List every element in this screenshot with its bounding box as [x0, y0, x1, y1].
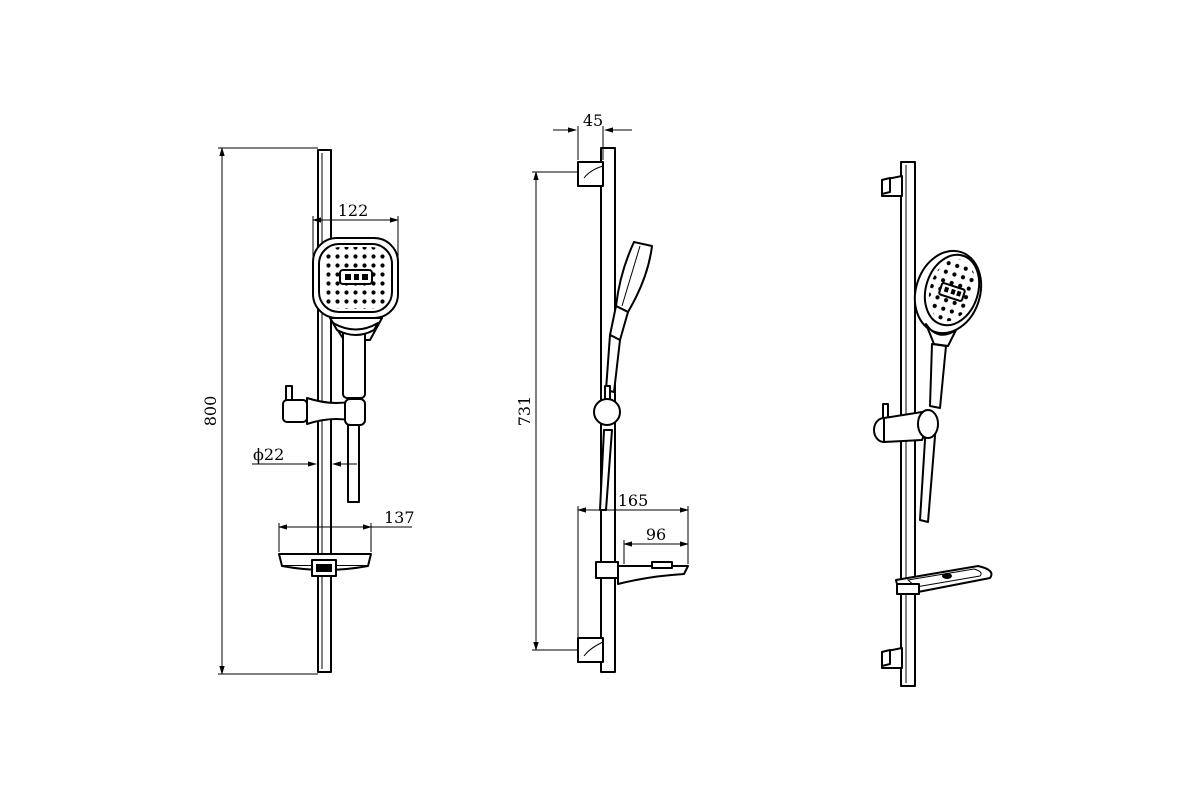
- dim-bracket-spacing: 731: [515, 171, 578, 651]
- front-hand-shower: [312, 237, 399, 503]
- perspective-view: [873, 161, 993, 687]
- side-view: 45 731 165 96: [515, 111, 689, 673]
- side-wall-bracket-top: [577, 161, 604, 187]
- dim-label-165: 165: [618, 491, 649, 510]
- persp-wall-bracket-top: [881, 175, 903, 197]
- dim-label-45: 45: [583, 111, 603, 130]
- front-holder: [282, 385, 366, 426]
- dim-label-22: ϕ22: [253, 445, 284, 464]
- dim-soap-dish-projection: 165: [577, 491, 689, 638]
- persp-holder: [873, 403, 939, 443]
- dim-bracket-depth: 45: [553, 111, 632, 160]
- front-soap-dish: [278, 553, 372, 577]
- dim-soap-dish-width: 137: [278, 508, 415, 552]
- persp-hand-shower: [913, 249, 983, 523]
- persp-soap-dish: [895, 565, 993, 595]
- dim-label-96: 96: [646, 525, 666, 544]
- dim-overall-height: 800: [201, 147, 318, 675]
- side-holder: [593, 385, 621, 426]
- dim-label-800: 800: [201, 396, 220, 427]
- persp-wall-bracket-bottom: [881, 647, 903, 669]
- dim-head-width: 122: [312, 201, 399, 262]
- side-wall-bracket-bottom: [577, 637, 604, 663]
- side-hand-shower: [599, 241, 653, 511]
- dim-soap-dish-depth: 96: [623, 525, 689, 564]
- dim-rail-diameter: ϕ22: [252, 445, 357, 467]
- side-soap-dish: [595, 561, 689, 585]
- dim-label-731: 731: [515, 396, 534, 427]
- front-view: 800 122 ϕ22 137: [201, 147, 415, 675]
- dim-label-122: 122: [338, 201, 369, 220]
- dim-label-137: 137: [384, 508, 415, 527]
